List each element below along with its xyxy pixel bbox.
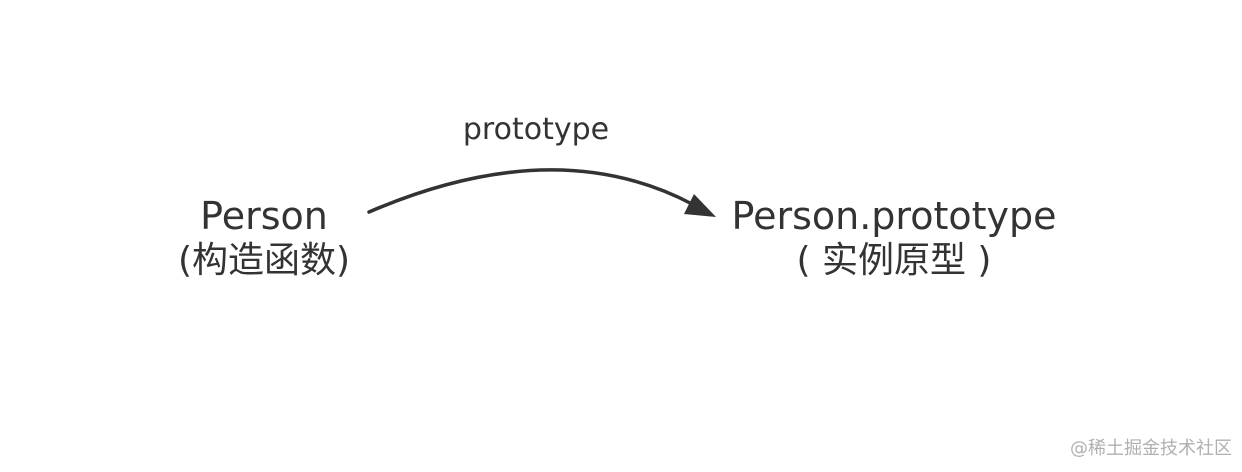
constructor-caption: (构造函数) — [177, 240, 351, 281]
prototype-arrow-curve — [367, 168, 694, 214]
prototype-arrow-head — [684, 194, 716, 217]
watermark-text: @稀土掘金技术社区 — [1070, 438, 1232, 459]
prototype-edge-label: prototype — [462, 112, 610, 147]
constructor-name: Person — [200, 194, 328, 238]
constructor-node: Person (构造函数) — [164, 194, 364, 284]
prototype-node: Person.prototype ( 实例原型 ) — [714, 194, 1074, 284]
prototype-caption: ( 实例原型 ) — [796, 240, 992, 281]
prototype-name: Person.prototype — [731, 194, 1057, 238]
